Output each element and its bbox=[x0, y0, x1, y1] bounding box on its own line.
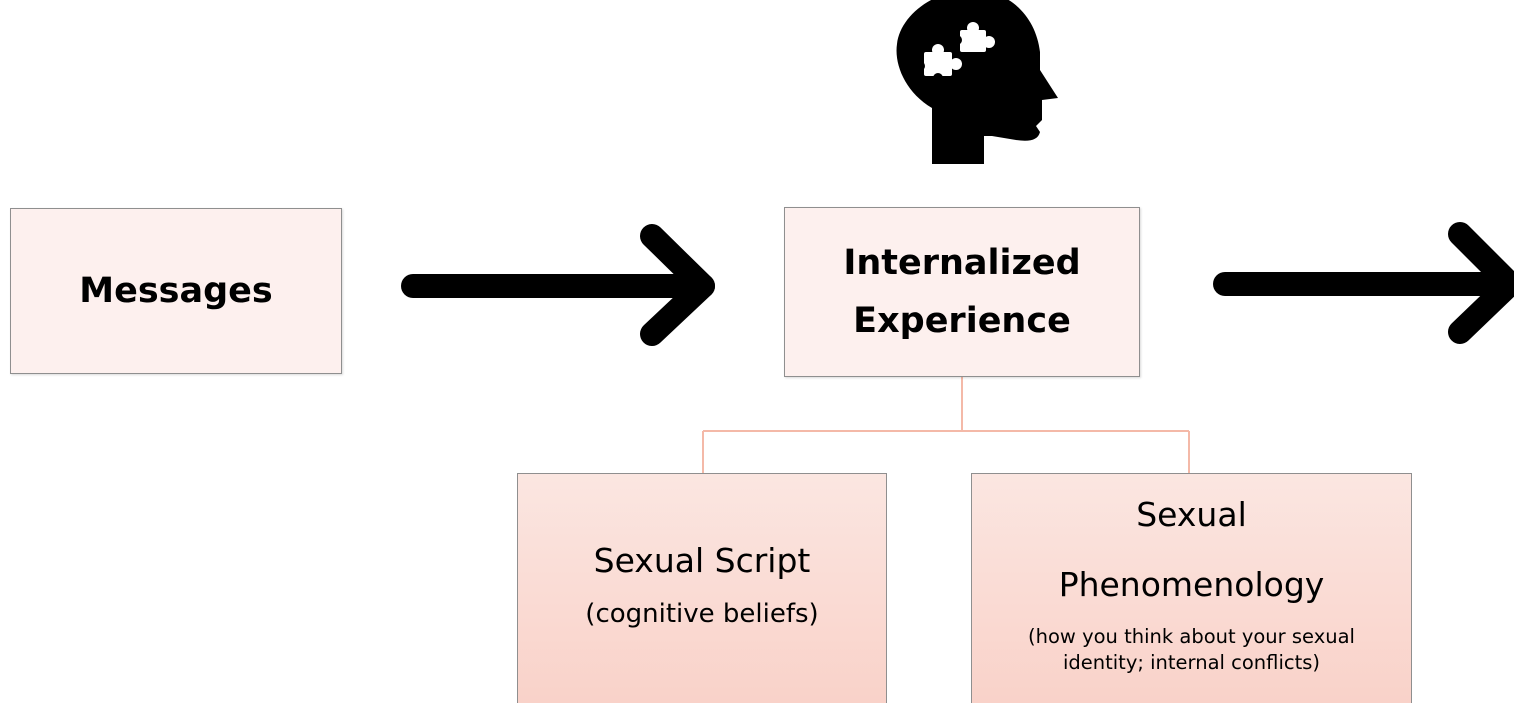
messages-box: Messages bbox=[10, 208, 342, 374]
phenomenology-title-line2: Phenomenology bbox=[1058, 565, 1325, 604]
phenomenology-subtitle-line1: (how you think about your sexual bbox=[1028, 625, 1355, 648]
messages-label: Messages bbox=[79, 271, 273, 311]
sexual-script-subtitle: (cognitive beliefs) bbox=[585, 599, 819, 629]
sexual-script-title: Sexual Script bbox=[593, 541, 811, 580]
internalized-line1: Internalized bbox=[843, 243, 1081, 283]
internalized-experience-box: Internalized Experience bbox=[784, 207, 1140, 377]
internalized-line2: Experience bbox=[853, 301, 1071, 341]
sexual-script-box: Sexual Script (cognitive beliefs) bbox=[517, 473, 887, 703]
sexual-phenomenology-box: Sexual Phenomenology (how you think abou… bbox=[971, 473, 1412, 703]
phenomenology-subtitle-line2: identity; internal conflicts) bbox=[1062, 651, 1321, 674]
phenomenology-title-line1: Sexual bbox=[1136, 495, 1247, 534]
